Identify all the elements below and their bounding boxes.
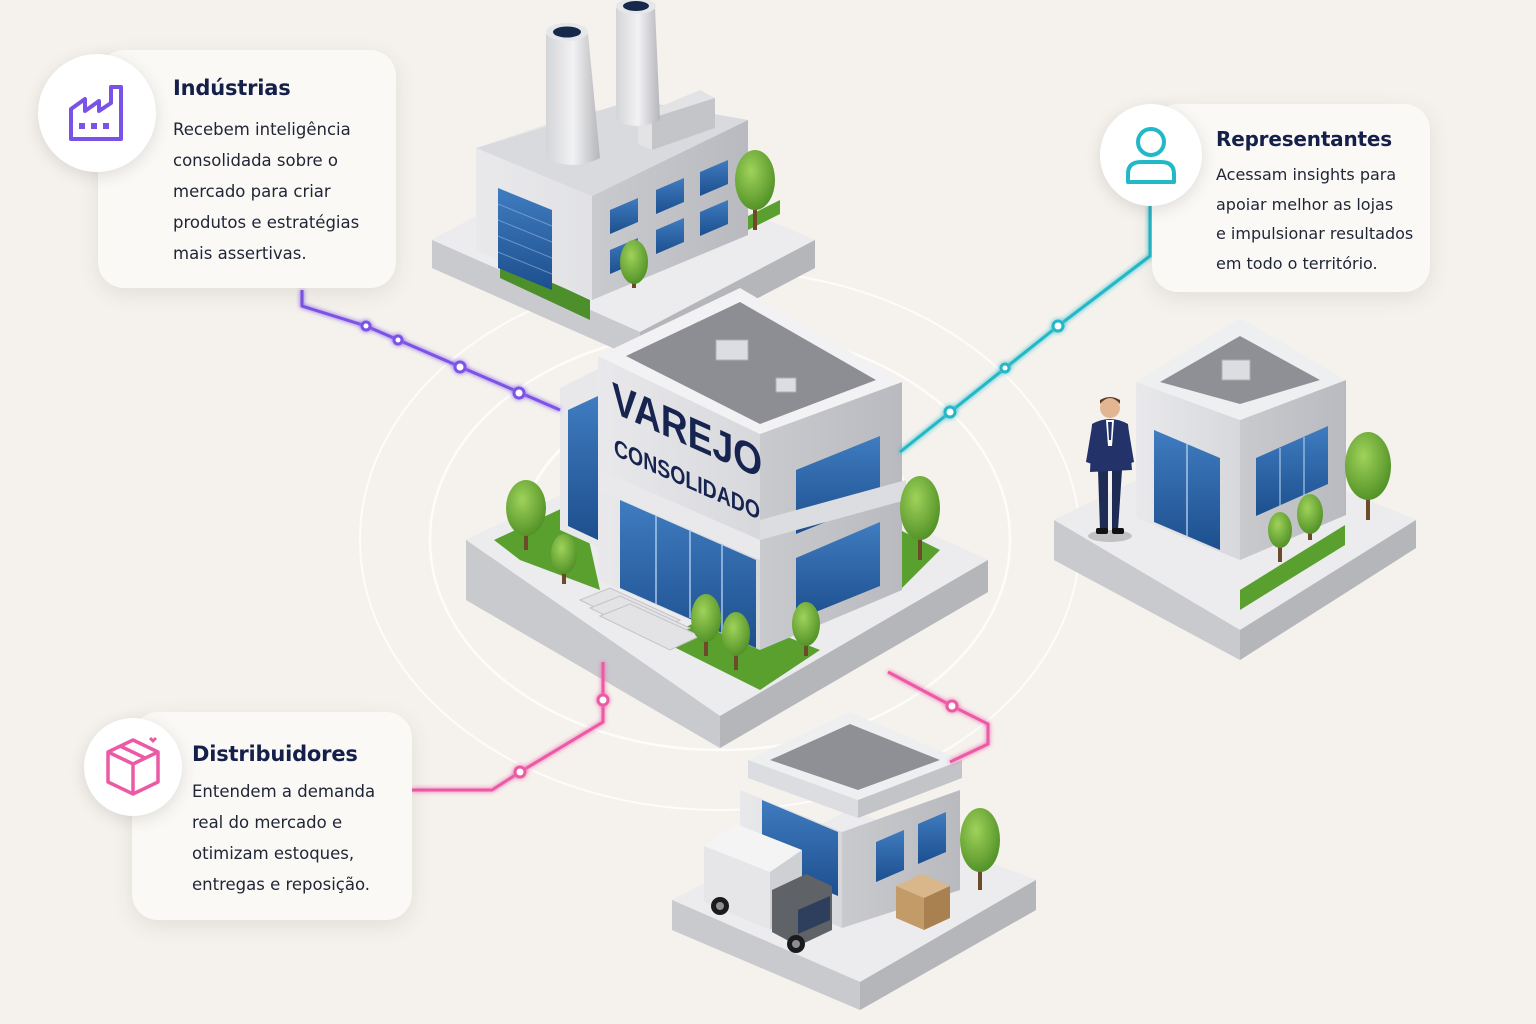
industrias-line: produtos e estratégias (173, 213, 360, 232)
person-icon-badge (1100, 104, 1202, 206)
connector-distribuidores-nodes (513, 693, 959, 779)
distribuidores-line: real do mercado e (192, 813, 343, 832)
factory-trees (620, 150, 775, 288)
central-trees (506, 476, 940, 670)
distribuidores-line: Entendem a demanda (192, 782, 376, 801)
industrias-description: Recebem inteligência consolidada sobre o… (173, 114, 359, 269)
sales-representative-figure (1086, 397, 1134, 542)
connector-industrias-nodes (360, 320, 526, 400)
distribution-trees (960, 808, 1000, 890)
representative-trees (1268, 432, 1391, 562)
connector-representantes-nodes (943, 319, 1065, 419)
distribuidores-line: otimizam estoques, (192, 844, 355, 863)
box-icon-badge (84, 718, 182, 816)
representantes-title: Representantes (1216, 127, 1392, 151)
distribuidores-line: entregas e reposição. (192, 875, 371, 894)
representantes-line: Acessam insights para (1216, 165, 1397, 184)
industrias-line: Recebem inteligência (173, 120, 351, 139)
factory-icon (69, 85, 123, 141)
person-icon (1126, 127, 1176, 184)
stairs (578, 587, 702, 651)
representative-office (1054, 318, 1416, 660)
factory-icon-badge (38, 54, 156, 172)
distribuidores-description: Entendem a demanda real do mercado e oti… (192, 776, 375, 900)
delivery-truck (704, 824, 832, 953)
industrias-line: mercado para criar (173, 182, 331, 201)
representantes-line: e impulsionar resultados (1216, 224, 1414, 243)
distribuidores-card: Distribuidores Entendem a demanda real d… (132, 712, 412, 920)
connector-representantes (899, 206, 1152, 454)
representantes-description: Acessam insights para apoiar melhor as l… (1216, 160, 1413, 278)
box-icon (106, 736, 160, 796)
representantes-line: em todo o território. (1216, 253, 1378, 273)
industrias-title: Indústrias (173, 76, 291, 100)
distribuidores-title: Distribuidores (192, 742, 358, 766)
representantes-line: apoiar melhor as lojas (1216, 194, 1394, 214)
cardboard-box (896, 874, 950, 930)
industrias-line: consolidada sobre o (173, 151, 338, 170)
industrias-line: mais assertivas. (173, 244, 307, 263)
